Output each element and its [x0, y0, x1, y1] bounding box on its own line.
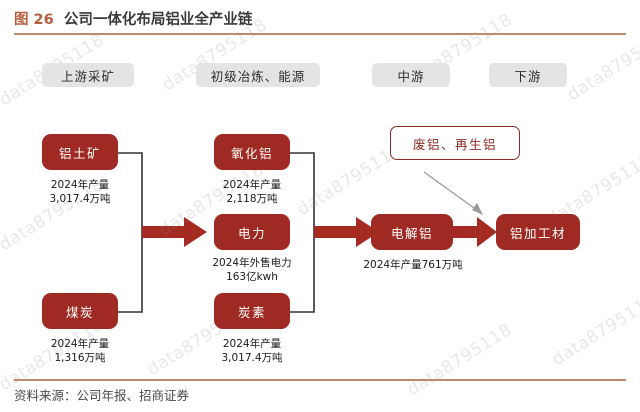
node-bauxite[interactable]: 铝土矿 [42, 134, 118, 170]
caption-electrolytic-aluminum: 2024年产量761万吨 [363, 259, 463, 271]
node-alumina[interactable]: 氧化铝 [214, 134, 290, 170]
node-coal[interactable]: 煤炭 [42, 293, 118, 329]
node-aluminum-products[interactable]: 铝加工材 [496, 214, 580, 250]
figure-title-text: 公司一体化布局铝业全产业链 [63, 12, 253, 28]
caption-coal: 2024年产量 1,316万吨 [50, 338, 110, 365]
figure-number: 图 26 [14, 12, 54, 28]
stage-header-upstream: 上游采矿 [42, 63, 134, 87]
node-carbon[interactable]: 炭素 [214, 293, 290, 329]
stage-header-downstream: 下游 [489, 63, 567, 87]
node-scrap-recycled-aluminum[interactable]: 废铝、再生铝 [390, 126, 520, 160]
stage-header-smelting: 初级冶炼、能源 [196, 63, 320, 87]
caption-power: 2024年外售电力 163亿kwh [212, 257, 292, 284]
footer-divider [14, 379, 626, 381]
node-electrolytic-aluminum[interactable]: 电解铝 [371, 214, 453, 250]
source-note: 资料来源：公司年报、招商证券 [14, 388, 190, 403]
bracket-upstream [118, 152, 143, 313]
page-title: 图 26 公司一体化布局铝业全产业链 [14, 12, 252, 28]
node-power[interactable]: 电力 [214, 214, 290, 250]
title-divider [14, 33, 626, 35]
caption-alumina: 2024年产量 2,118万吨 [222, 179, 282, 206]
caption-bauxite: 2024年产量 3,017.4万吨 [49, 179, 111, 206]
bracket-smelting [290, 152, 315, 313]
stage-header-midstream: 中游 [372, 63, 450, 87]
figure-header: 图 26 公司一体化布局铝业全产业链 [14, 8, 626, 34]
arrow-scrap-to-products [423, 171, 483, 215]
arrow-electrolysis-to-products [453, 217, 497, 247]
caption-carbon: 2024年产量 3,017.4万吨 [221, 338, 283, 365]
arrow-upstream-to-smelting [142, 217, 207, 247]
arrow-smelting-to-electrolysis [314, 217, 379, 247]
